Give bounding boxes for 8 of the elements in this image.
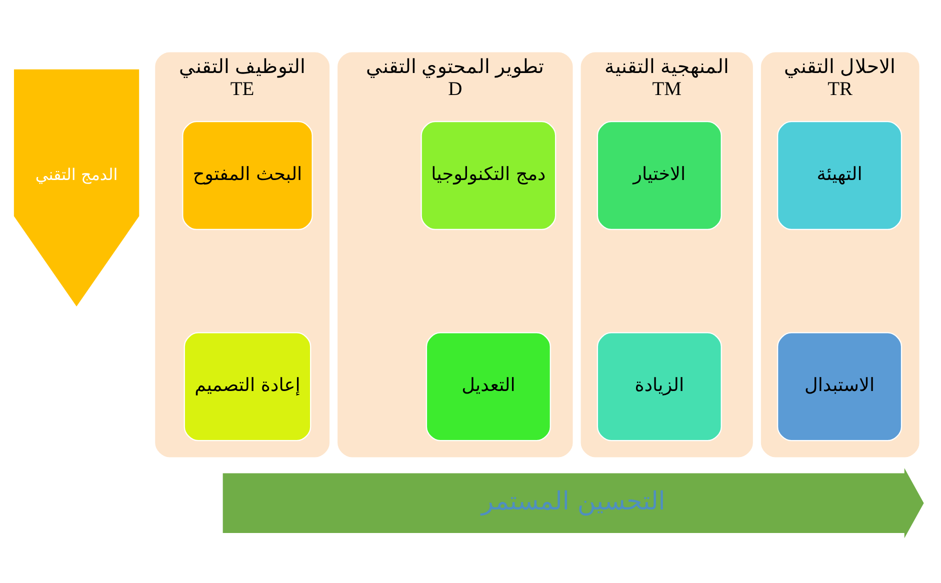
node-box: دمج التكنولوجيا	[420, 120, 556, 230]
node-box: التعديل	[426, 332, 551, 441]
node-box: الاختيار	[596, 120, 722, 230]
node-box: البحث المفتوح	[182, 120, 313, 230]
node-box: التهيئة	[777, 120, 902, 230]
node-box: الزيادة	[596, 332, 722, 441]
node-box: إعادة التصميم	[184, 332, 312, 441]
node-box: الاستبدال	[777, 332, 902, 441]
